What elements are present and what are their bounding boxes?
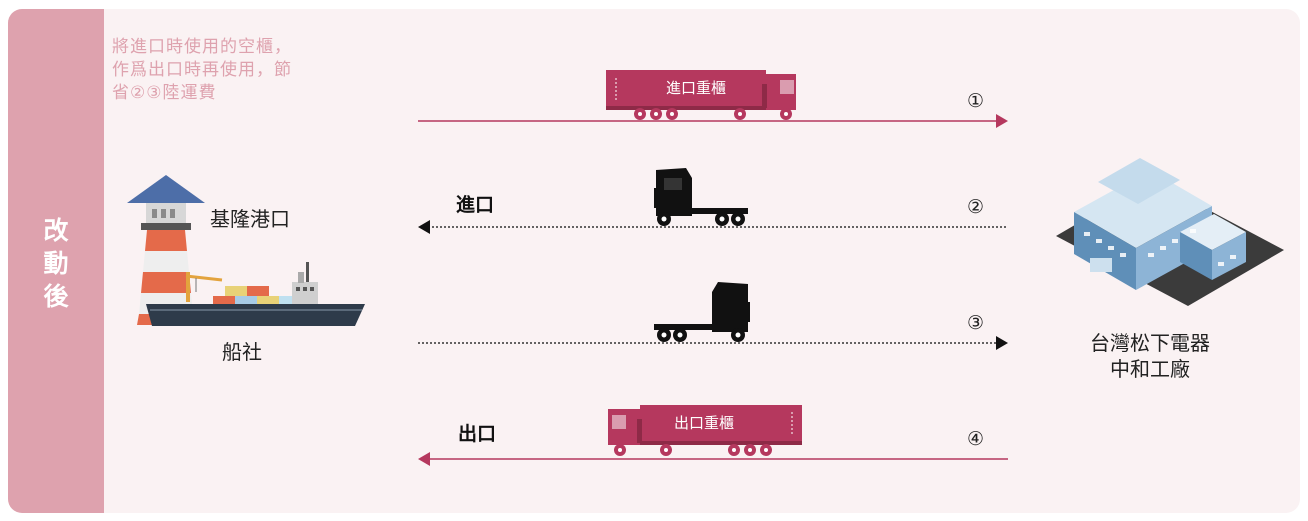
factory-icon (1056, 158, 1284, 306)
import-label: 進口 (456, 190, 494, 217)
note-line-2: 作爲出口時再使用，節 (112, 59, 382, 82)
lighthouse-icon (127, 175, 205, 325)
route-2 (418, 168, 1008, 234)
import-truck-label: 進口重櫃 (666, 79, 726, 97)
tractor-truck-icon-2 (654, 282, 750, 342)
export-truck-label: 出口重櫃 (674, 414, 734, 432)
route-number-4: ④ (967, 428, 984, 450)
route-number-1: ① (967, 90, 984, 112)
factory-label-line-1: 台灣松下電器 (1050, 330, 1250, 356)
cost-saving-note: 將進口時使用的空櫃， 作爲出口時再使用，節 省②③陸運費 (112, 36, 382, 105)
route-number-2: ② (967, 196, 984, 218)
note-line-1: 將進口時使用的空櫃， (112, 36, 382, 59)
tractor-truck-icon (654, 168, 748, 226)
route-number-3: ③ (967, 312, 984, 334)
ship-label: 船社 (222, 336, 262, 365)
note-line-3: 省②③陸運費 (112, 82, 382, 105)
factory-label: 台灣松下電器 中和工廠 (1050, 330, 1250, 382)
route-3 (418, 282, 1008, 350)
port-label: 基隆港口 (210, 203, 290, 232)
factory-label-line-2: 中和工廠 (1050, 356, 1250, 382)
export-label: 出口 (458, 419, 496, 446)
